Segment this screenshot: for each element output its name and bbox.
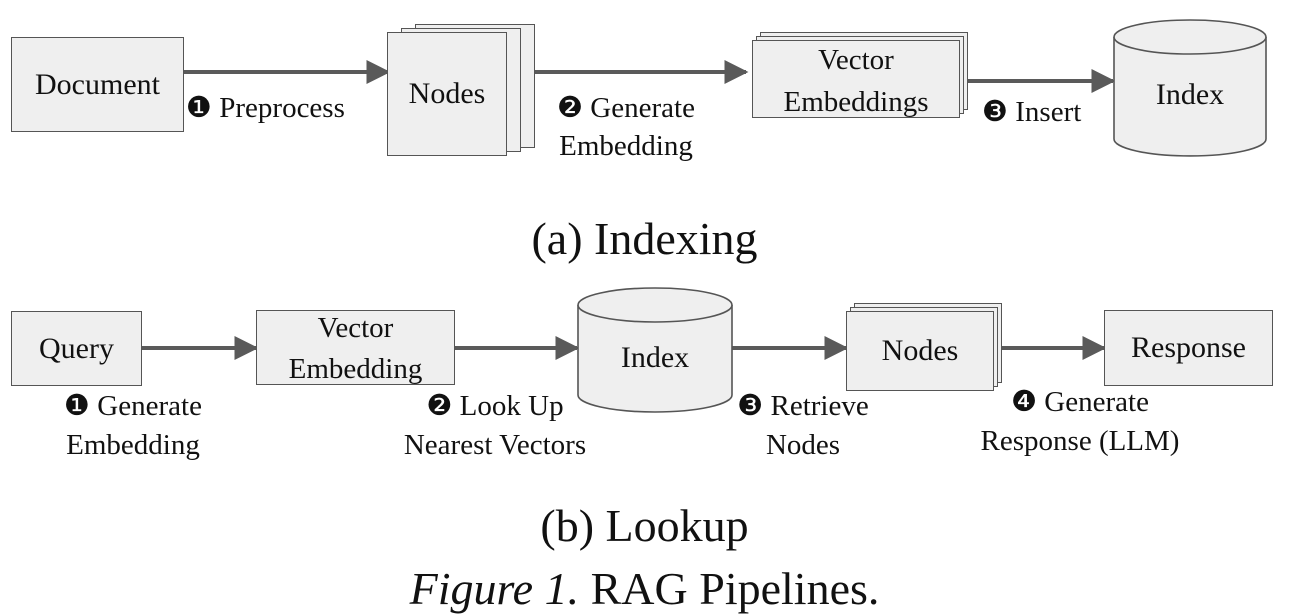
figure-caption: Figure 1. RAG Pipelines.	[0, 566, 1289, 612]
step-insert: ❸ Insert	[982, 97, 1081, 127]
vector-embedding-line2: Embedding	[288, 353, 423, 385]
step-retrieve-nodes: ❸ Retrieve Nodes	[720, 386, 886, 465]
vector-embedding-line1: Vector	[317, 312, 394, 344]
step1-number: ❶	[186, 90, 212, 124]
response-label: Response	[1131, 331, 1246, 364]
document-label: Document	[35, 67, 160, 101]
nodes-stack-indexing: Nodes	[387, 24, 535, 156]
vector-embeddings-stack: Vector Embeddings	[752, 32, 968, 118]
vector-embeddings-line2: Embeddings	[783, 86, 929, 118]
step1-text: Preprocess	[219, 92, 345, 124]
nodes-label-lookup: Nodes	[881, 334, 959, 367]
document-box: Document	[11, 37, 184, 132]
step3-text: Insert	[1015, 96, 1082, 128]
figure-caption-text: RAG Pipelines.	[590, 563, 880, 614]
step-generate-response: ❹ Generate Response (LLM)	[956, 382, 1204, 461]
step-generate-embedding-indexing: ❷ Generate Embedding	[544, 89, 708, 165]
lookup-step3-line1: Retrieve	[770, 390, 869, 422]
index-cylinder-lookup	[577, 287, 733, 413]
query-label: Query	[39, 331, 114, 365]
nodes-label-indexing: Nodes	[408, 77, 486, 110]
lookup-step3-line2: Nodes	[765, 429, 841, 462]
figure-caption-label: Figure 1.	[409, 563, 580, 614]
lookup-step2-line2: Nearest Vectors	[403, 429, 587, 462]
response-box: Response	[1104, 310, 1273, 386]
step-preprocess: ❶ Preprocess	[186, 93, 345, 123]
lookup-step4-number: ❹	[1011, 384, 1038, 418]
index-label-lookup: Index	[620, 341, 690, 374]
nodes-lookup-sheet-front: Nodes	[846, 311, 994, 391]
nodes-stack-lookup: Nodes	[846, 303, 1002, 391]
lookup-step2-line1: Look Up	[459, 390, 564, 422]
step2-line2: Embedding	[559, 129, 693, 162]
step-look-up-nearest-vectors: ❷ Look Up Nearest Vectors	[386, 386, 604, 465]
step2-line1: Generate	[590, 92, 695, 124]
step3-number: ❸	[982, 94, 1008, 128]
index-cylinder-indexing	[1113, 19, 1267, 157]
query-box: Query	[11, 311, 142, 386]
step2-number: ❷	[557, 90, 584, 124]
vector-embeddings-line1: Vector	[818, 44, 894, 76]
lookup-step1-line2: Embedding	[66, 429, 200, 462]
vector-embedding-box	[256, 310, 455, 385]
nodes-sheet-front: Nodes	[387, 32, 507, 156]
step-generate-embedding-lookup: ❶ Generate Embedding	[40, 386, 226, 465]
lookup-step1-number: ❶	[64, 388, 91, 422]
lookup-step4-line1: Generate	[1044, 386, 1149, 418]
embeddings-sheet-front	[752, 40, 960, 118]
lookup-step4-line2: Response (LLM)	[980, 425, 1180, 458]
lookup-step2-number: ❷	[426, 388, 453, 422]
caption-indexing: (a) Indexing	[531, 213, 758, 264]
caption-lookup: (b) Lookup	[540, 500, 749, 551]
index-label-indexing: Index	[1155, 78, 1225, 111]
lookup-step1-line1: Generate	[97, 390, 202, 422]
lookup-step3-number: ❸	[737, 388, 764, 422]
